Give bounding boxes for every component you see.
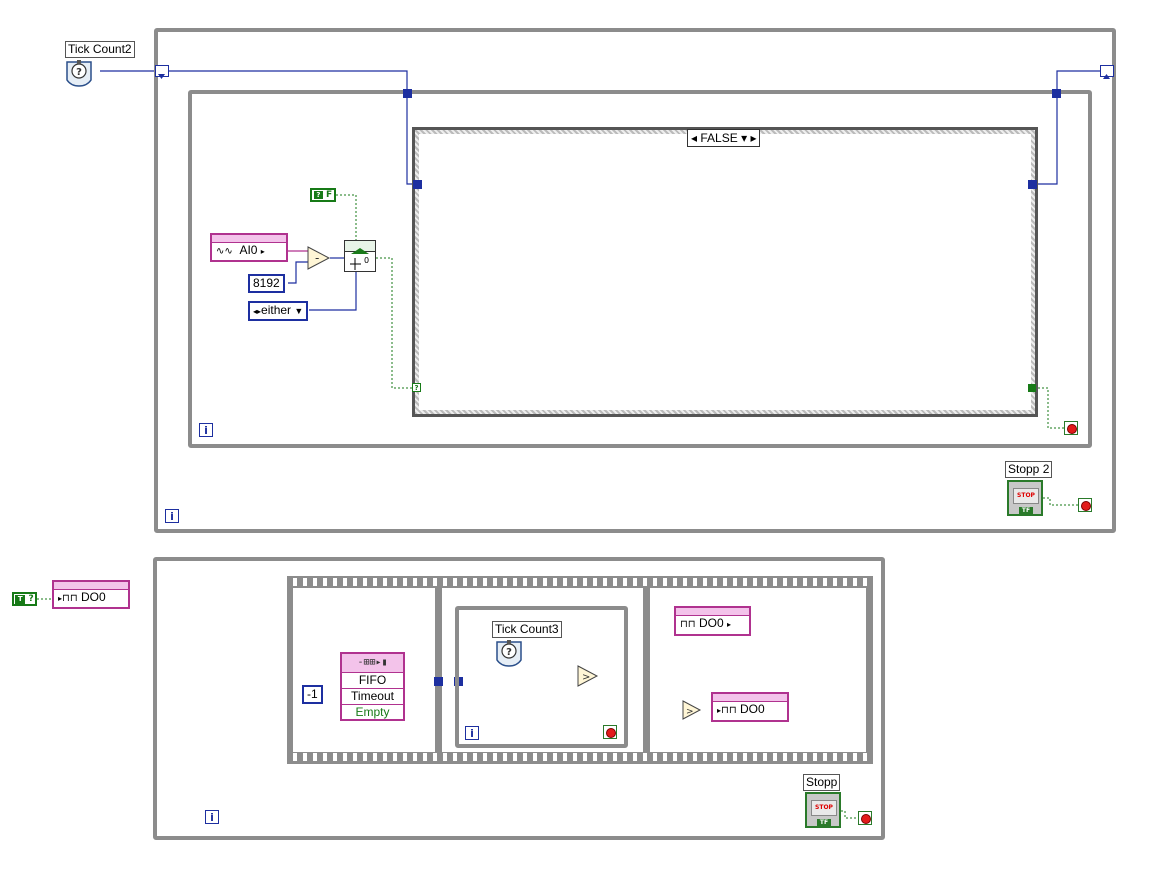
- wire-either-to-detect: [309, 272, 357, 311]
- stop-button-face: STOP: [1013, 488, 1039, 504]
- do0-control-bottom[interactable]: ▸⊓⊓ DO0: [711, 692, 789, 722]
- svg-text:0: 0: [364, 256, 369, 265]
- tick-count-icon[interactable]: ?: [494, 638, 524, 668]
- empty-row: Empty: [355, 705, 390, 719]
- inner-while-loop[interactable]: [188, 90, 1092, 448]
- digital-wave-icon: ⊓⊓: [680, 619, 696, 630]
- svg-text:-: -: [315, 251, 319, 265]
- case-tunnel-left: [413, 180, 422, 189]
- svg-text:>: >: [686, 707, 694, 717]
- svg-text:?: ?: [506, 647, 512, 658]
- case-selector-terminal: ?: [412, 383, 421, 392]
- outer-stop-terminal: [1078, 498, 1092, 512]
- threshold-detect-node[interactable]: 0: [344, 240, 376, 272]
- do0-label: DO0: [80, 590, 106, 604]
- arrow-right-icon: ▸: [726, 620, 731, 629]
- do0-control-top[interactable]: ⊓⊓ DO0 ▸: [674, 606, 751, 636]
- stopp2-label: Stopp 2: [1005, 461, 1053, 478]
- stopp2-button[interactable]: STOP TF: [1007, 480, 1043, 516]
- arrow-right-icon: ▸: [717, 706, 722, 715]
- timeout-row: Timeout: [342, 689, 403, 705]
- tick-count-icon[interactable]: ?: [64, 58, 94, 88]
- case-selector[interactable]: ◂ FALSE ▾ ▸: [687, 129, 761, 147]
- outer-while-loop[interactable]: [154, 28, 1116, 533]
- sequence-tunnel-1: [434, 677, 443, 686]
- stop-button-face: STOP: [811, 800, 837, 816]
- do0-control-outside[interactable]: ▸⊓⊓ DO0: [52, 580, 130, 609]
- shift-register-right[interactable]: [1100, 65, 1114, 79]
- svg-text:>: >: [582, 672, 590, 683]
- greater-than-node[interactable]: >: [577, 665, 599, 687]
- dropdown-icon[interactable]: ▾: [741, 131, 748, 145]
- bottom-stop-terminal: [858, 811, 872, 825]
- wire-8192-to-subtract: [288, 261, 308, 284]
- frame2-iteration-terminal: i: [465, 726, 479, 740]
- case-selector-label: FALSE: [700, 131, 738, 145]
- wire-bool-f: [336, 194, 357, 241]
- fifo-read-node[interactable]: -⊞⊞▸▮ FIFO Timeout Empty: [340, 652, 405, 721]
- threshold-icon: [351, 248, 369, 254]
- dropdown-icon[interactable]: ▼: [294, 306, 304, 316]
- sequence-frame-2[interactable]: [442, 588, 643, 752]
- ai0-control[interactable]: ∿∿ AI0 ▸: [210, 233, 288, 262]
- wire-stopp: [841, 810, 858, 819]
- frame2-while-loop[interactable]: [455, 606, 628, 748]
- constant-minus-one[interactable]: -1: [302, 685, 323, 704]
- inner-stop-terminal: [1064, 421, 1078, 435]
- next-case-icon[interactable]: ▸: [750, 131, 757, 145]
- waveform-icon: ∿∿: [216, 246, 233, 257]
- enum-arrows-icon: ◂▸: [253, 307, 262, 316]
- film-strip-bottom: [290, 753, 870, 761]
- wire-stopp2: [1043, 497, 1078, 506]
- bool-constant-false-text: F: [325, 190, 333, 200]
- subtract-node[interactable]: -: [307, 246, 331, 270]
- case-tunnel-right: [1028, 180, 1037, 189]
- fifo-row: FIFO: [342, 673, 403, 689]
- tunnel-inner-left: [403, 89, 412, 98]
- film-strip-top: [290, 578, 870, 586]
- do0-top-label: DO0: [698, 616, 724, 630]
- bool-constant-true[interactable]: T ?: [12, 592, 37, 606]
- down-arrow-icon: [158, 74, 165, 79]
- up-arrow-icon: [1103, 74, 1110, 79]
- level-icon: 0: [350, 256, 369, 270]
- tunnel-inner-right: [1052, 89, 1061, 98]
- prev-case-icon[interactable]: ◂: [691, 131, 698, 145]
- tf-badge: TF: [817, 819, 831, 826]
- bool-constant-false[interactable]: ? F: [310, 188, 336, 202]
- outer-iteration-terminal: i: [165, 509, 179, 523]
- either-enum-label: either: [261, 303, 292, 317]
- tick-count2-label: Tick Count2: [65, 41, 135, 58]
- ai0-label: AI0: [239, 243, 258, 257]
- inner-iteration-terminal: i: [199, 423, 213, 437]
- bottom-while-loop[interactable]: [153, 557, 885, 840]
- tf-badge: TF: [1019, 507, 1033, 514]
- fifo-icon: -⊞⊞▸▮: [342, 654, 403, 673]
- either-enum[interactable]: ◂▸either ▼: [248, 301, 309, 321]
- arrow-right-icon: ▸: [260, 247, 265, 256]
- bottom-iteration-terminal: i: [205, 810, 219, 824]
- do0-bottom-label: DO0: [739, 702, 765, 716]
- shift-register-left[interactable]: [155, 65, 169, 79]
- frame2-stop-terminal: [603, 725, 617, 739]
- wire-detect-to-selector: [376, 257, 1064, 429]
- stopp-label: Stopp: [803, 774, 841, 791]
- bool-constant-true-text: T: [15, 595, 26, 604]
- stopp-button[interactable]: STOP TF: [805, 792, 841, 828]
- constant-8192[interactable]: 8192: [248, 274, 285, 293]
- case-structure[interactable]: [412, 127, 1038, 417]
- digital-wave-icon: ⊓⊓: [62, 593, 78, 604]
- digital-wave-icon: ⊓⊓: [721, 705, 737, 716]
- case-tunnel-bool: [1028, 384, 1036, 392]
- tick-count3-label: Tick Count3: [492, 621, 562, 638]
- svg-text:?: ?: [76, 67, 82, 78]
- arrow-right-icon: ▸: [58, 594, 63, 603]
- not-node[interactable]: >: [682, 700, 702, 720]
